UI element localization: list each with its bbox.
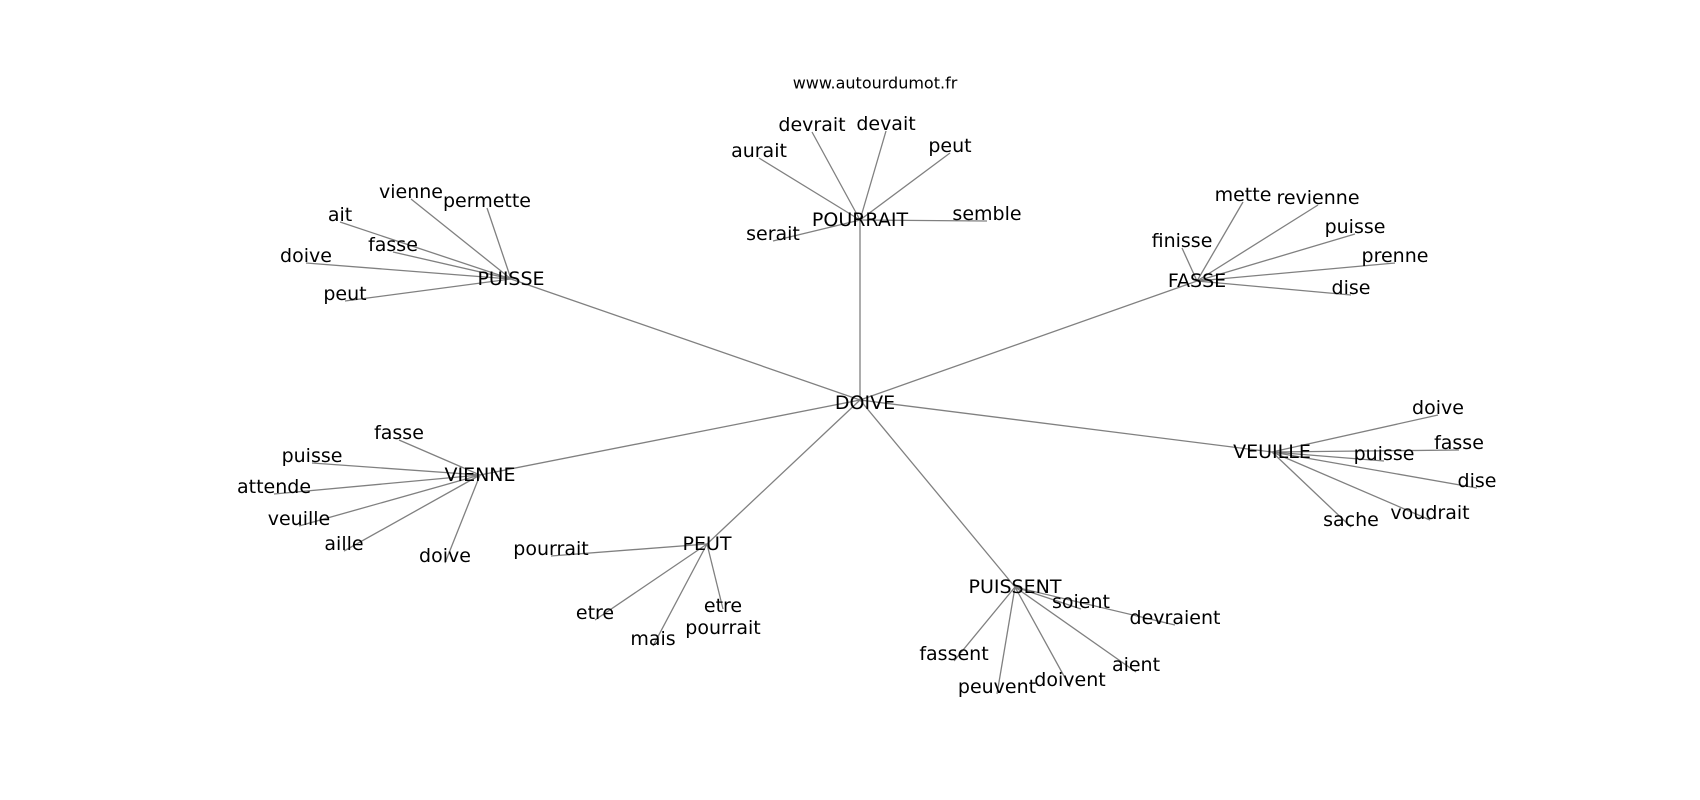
leaf-word: revienne (1276, 187, 1359, 209)
edge-veuille-leaf (1271, 451, 1385, 462)
leaf-word: devraient (1130, 607, 1221, 629)
edge-root-to-fasse (859, 280, 1198, 401)
hub-node-peut: PEUT (683, 533, 732, 555)
leaf-word: prenne (1362, 245, 1429, 267)
edge-pourrait-leaf (772, 219, 861, 242)
leaf-word: fasse (368, 234, 418, 256)
leaf-word: fassent (919, 643, 988, 665)
edge-pourrait-leaf (859, 152, 951, 221)
edge-peut-leaf (706, 543, 724, 610)
leaf-word: devait (856, 113, 915, 135)
edge-peut-leaf (550, 543, 708, 557)
edge-fasse-leaf (1196, 201, 1244, 282)
leaf-word: doivent (1034, 669, 1105, 691)
edge-fasse-leaf (1196, 262, 1396, 282)
hub-node-puissent: PUISSENT (969, 576, 1062, 598)
edge-puissent-leaf (1014, 586, 1137, 673)
edge-puisse-leaf (392, 251, 512, 280)
edge-puissent-leaf (1014, 586, 1176, 626)
root-node-label: DOIVE (835, 392, 895, 414)
edge-pourrait-leaf (859, 130, 887, 221)
leaf-word: puisse (1325, 216, 1386, 238)
edge-puisse-leaf (305, 262, 512, 280)
leaf-word: etre (576, 602, 614, 624)
edges (273, 130, 1478, 695)
leaf-word: fasse (374, 422, 424, 444)
edge-vienne-leaf (311, 462, 481, 476)
edge-vienne-leaf (273, 474, 481, 495)
edge-puisse-leaf (486, 207, 512, 280)
leaf-word: serait (746, 223, 800, 245)
edge-root-to-vienne (479, 399, 861, 476)
leaf-word: voudrait (1390, 502, 1469, 524)
edge-peut-leaf (594, 543, 708, 621)
leaf-word: ait (328, 204, 352, 226)
edge-peut-leaf (652, 543, 708, 647)
leaf-word: doive (1412, 397, 1464, 419)
leaf-word: soient (1052, 591, 1110, 613)
leaf-word: permette (443, 190, 531, 212)
leaf-word: puisse (1354, 443, 1415, 465)
leaf-word: pourrait (513, 538, 588, 560)
labels: www.autourdumot.fr DOIVE devrait devait au… (237, 74, 1496, 699)
leaf-word: peuvent (958, 676, 1036, 698)
edge-vienne-leaf (398, 439, 481, 476)
leaf-word: peut (928, 135, 971, 157)
source-url: www.autourdumot.fr (793, 74, 958, 93)
hub-node-puisse: PUISSE (477, 268, 544, 290)
hub-node-fasse: FASSE (1168, 270, 1226, 292)
edge-veuille-leaf (1271, 451, 1352, 528)
edge-vienne-leaf (298, 474, 481, 527)
edge-pourrait-leaf (859, 219, 988, 222)
leaf-word: peut (323, 283, 366, 305)
edge-veuille-leaf (1271, 449, 1460, 453)
leaf-word: doive (419, 545, 471, 567)
leaf-word: devrait (778, 114, 845, 136)
edge-veuille-leaf (1271, 451, 1431, 521)
edge-veuille-leaf (1271, 451, 1478, 489)
edge-vienne-leaf (444, 474, 481, 564)
leaf-word: veuille (268, 508, 331, 530)
edge-fasse-leaf (1196, 233, 1356, 282)
leaf-word: puisse (282, 445, 343, 467)
hub-node-veuille: VEUILLE (1233, 441, 1311, 463)
edge-fasse-leaf (1181, 247, 1198, 282)
leaf-word: vienne (379, 181, 443, 203)
edge-fasse-leaf (1196, 280, 1352, 296)
edge-pourrait-leaf (758, 157, 861, 221)
leaf-word: finisse (1152, 230, 1213, 252)
edge-fasse-leaf (1196, 204, 1319, 282)
leaf-word: doive (280, 245, 332, 267)
edge-puissent-leaf (1014, 586, 1082, 610)
leaf-word: fasse (1434, 432, 1484, 454)
edge-puissent-leaf (953, 586, 1016, 662)
edge-root-to-veuille (859, 399, 1273, 453)
leaf-word: sache (1323, 509, 1379, 531)
edge-pourrait-leaf (811, 131, 861, 221)
edge-puissent-leaf (996, 586, 1016, 695)
leaf-word: aille (324, 533, 363, 555)
leaf-word: aient (1112, 654, 1160, 676)
edge-root-to-puissent (859, 399, 1016, 588)
edge-root-to-peut (706, 399, 861, 545)
leaf-word: semble (952, 203, 1021, 225)
leaf-word: mette (1215, 184, 1272, 206)
edge-puissent-leaf (1014, 586, 1071, 688)
hub-node-vienne: VIENNE (444, 464, 515, 486)
leaf-word: aurait (731, 140, 787, 162)
edge-puisse-leaf (410, 198, 512, 280)
leaf-word: dise (1458, 470, 1497, 492)
edge-puisse-leaf (339, 221, 512, 280)
leaf-word: mais (630, 628, 675, 650)
edge-veuille-leaf (1271, 414, 1439, 453)
hub-node-pourrait: POURRAIT (812, 209, 909, 231)
edge-puisse-leaf (344, 278, 512, 302)
leaf-word: attende (237, 476, 311, 498)
leaf-word: dise (1332, 277, 1371, 299)
edge-root-to-puisse (510, 278, 861, 401)
edge-vienne-leaf (343, 474, 481, 552)
